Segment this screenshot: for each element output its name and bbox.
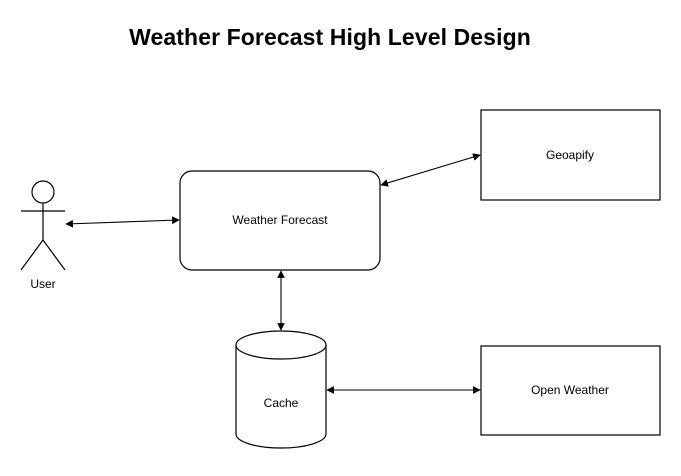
edge-weather-forecast-geoapify[interactable] — [380, 153, 481, 187]
open-weather-node[interactable]: Open Weather — [480, 345, 661, 436]
cache-cylinder-top — [235, 330, 327, 360]
diagram-title: Weather Forecast High Level Design — [129, 24, 531, 50]
cache-label: Cache — [264, 396, 299, 410]
cache-node[interactable]: Cache — [235, 330, 327, 449]
weather-forecast-node[interactable]: Weather Forecast — [179, 170, 381, 271]
cache-cylinder-body — [235, 345, 327, 449]
user-label: User — [30, 277, 55, 291]
weather-forecast-label: Weather Forecast — [232, 213, 328, 227]
user-actor-right-leg — [42, 239, 66, 271]
open-weather-label: Open Weather — [531, 383, 609, 397]
geoapify-box — [480, 109, 661, 201]
weather-forecast-box — [179, 170, 381, 271]
user-actor[interactable]: User — [20, 180, 66, 291]
user-actor-left-leg — [20, 239, 44, 271]
geoapify-node[interactable]: Geoapify — [480, 109, 661, 201]
edge-user-weather-forecast[interactable] — [65, 216, 180, 228]
open-weather-box — [480, 345, 661, 436]
geoapify-label: Geoapify — [546, 148, 594, 162]
user-actor-head — [31, 180, 55, 204]
